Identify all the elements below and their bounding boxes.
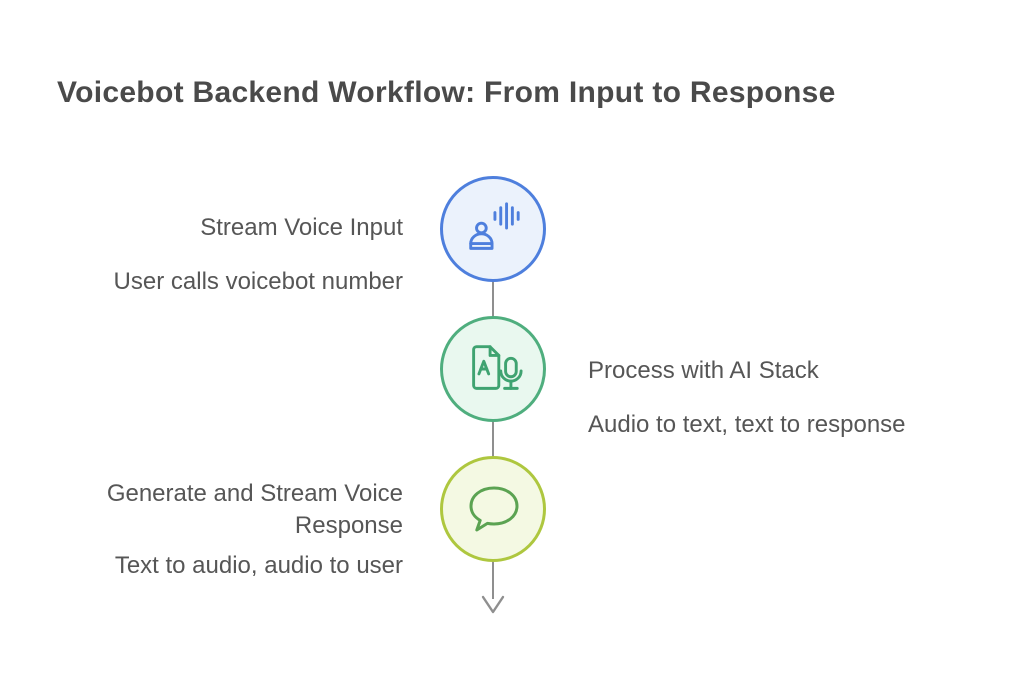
robot-voice-wave-icon [462, 198, 524, 260]
step2-node [440, 316, 546, 422]
step2-label: Process with AI Stack [588, 357, 819, 384]
diagram-title: Voicebot Backend Workflow: From Input to… [57, 76, 836, 109]
document-transcription-mic-icon [462, 338, 524, 400]
step1-label: Stream Voice Input [200, 214, 403, 241]
step3-label: Generate and Stream Voice Response [106, 480, 403, 539]
down-arrow-icon [480, 592, 506, 618]
speech-bubble-icon [461, 477, 525, 541]
step3-node [440, 456, 546, 562]
step1-description: User calls voicebot number [113, 268, 403, 295]
step2-description: Audio to text, text to response [588, 411, 906, 438]
step1-node [440, 176, 546, 282]
step3-description: Text to audio, audio to user [114, 552, 403, 579]
